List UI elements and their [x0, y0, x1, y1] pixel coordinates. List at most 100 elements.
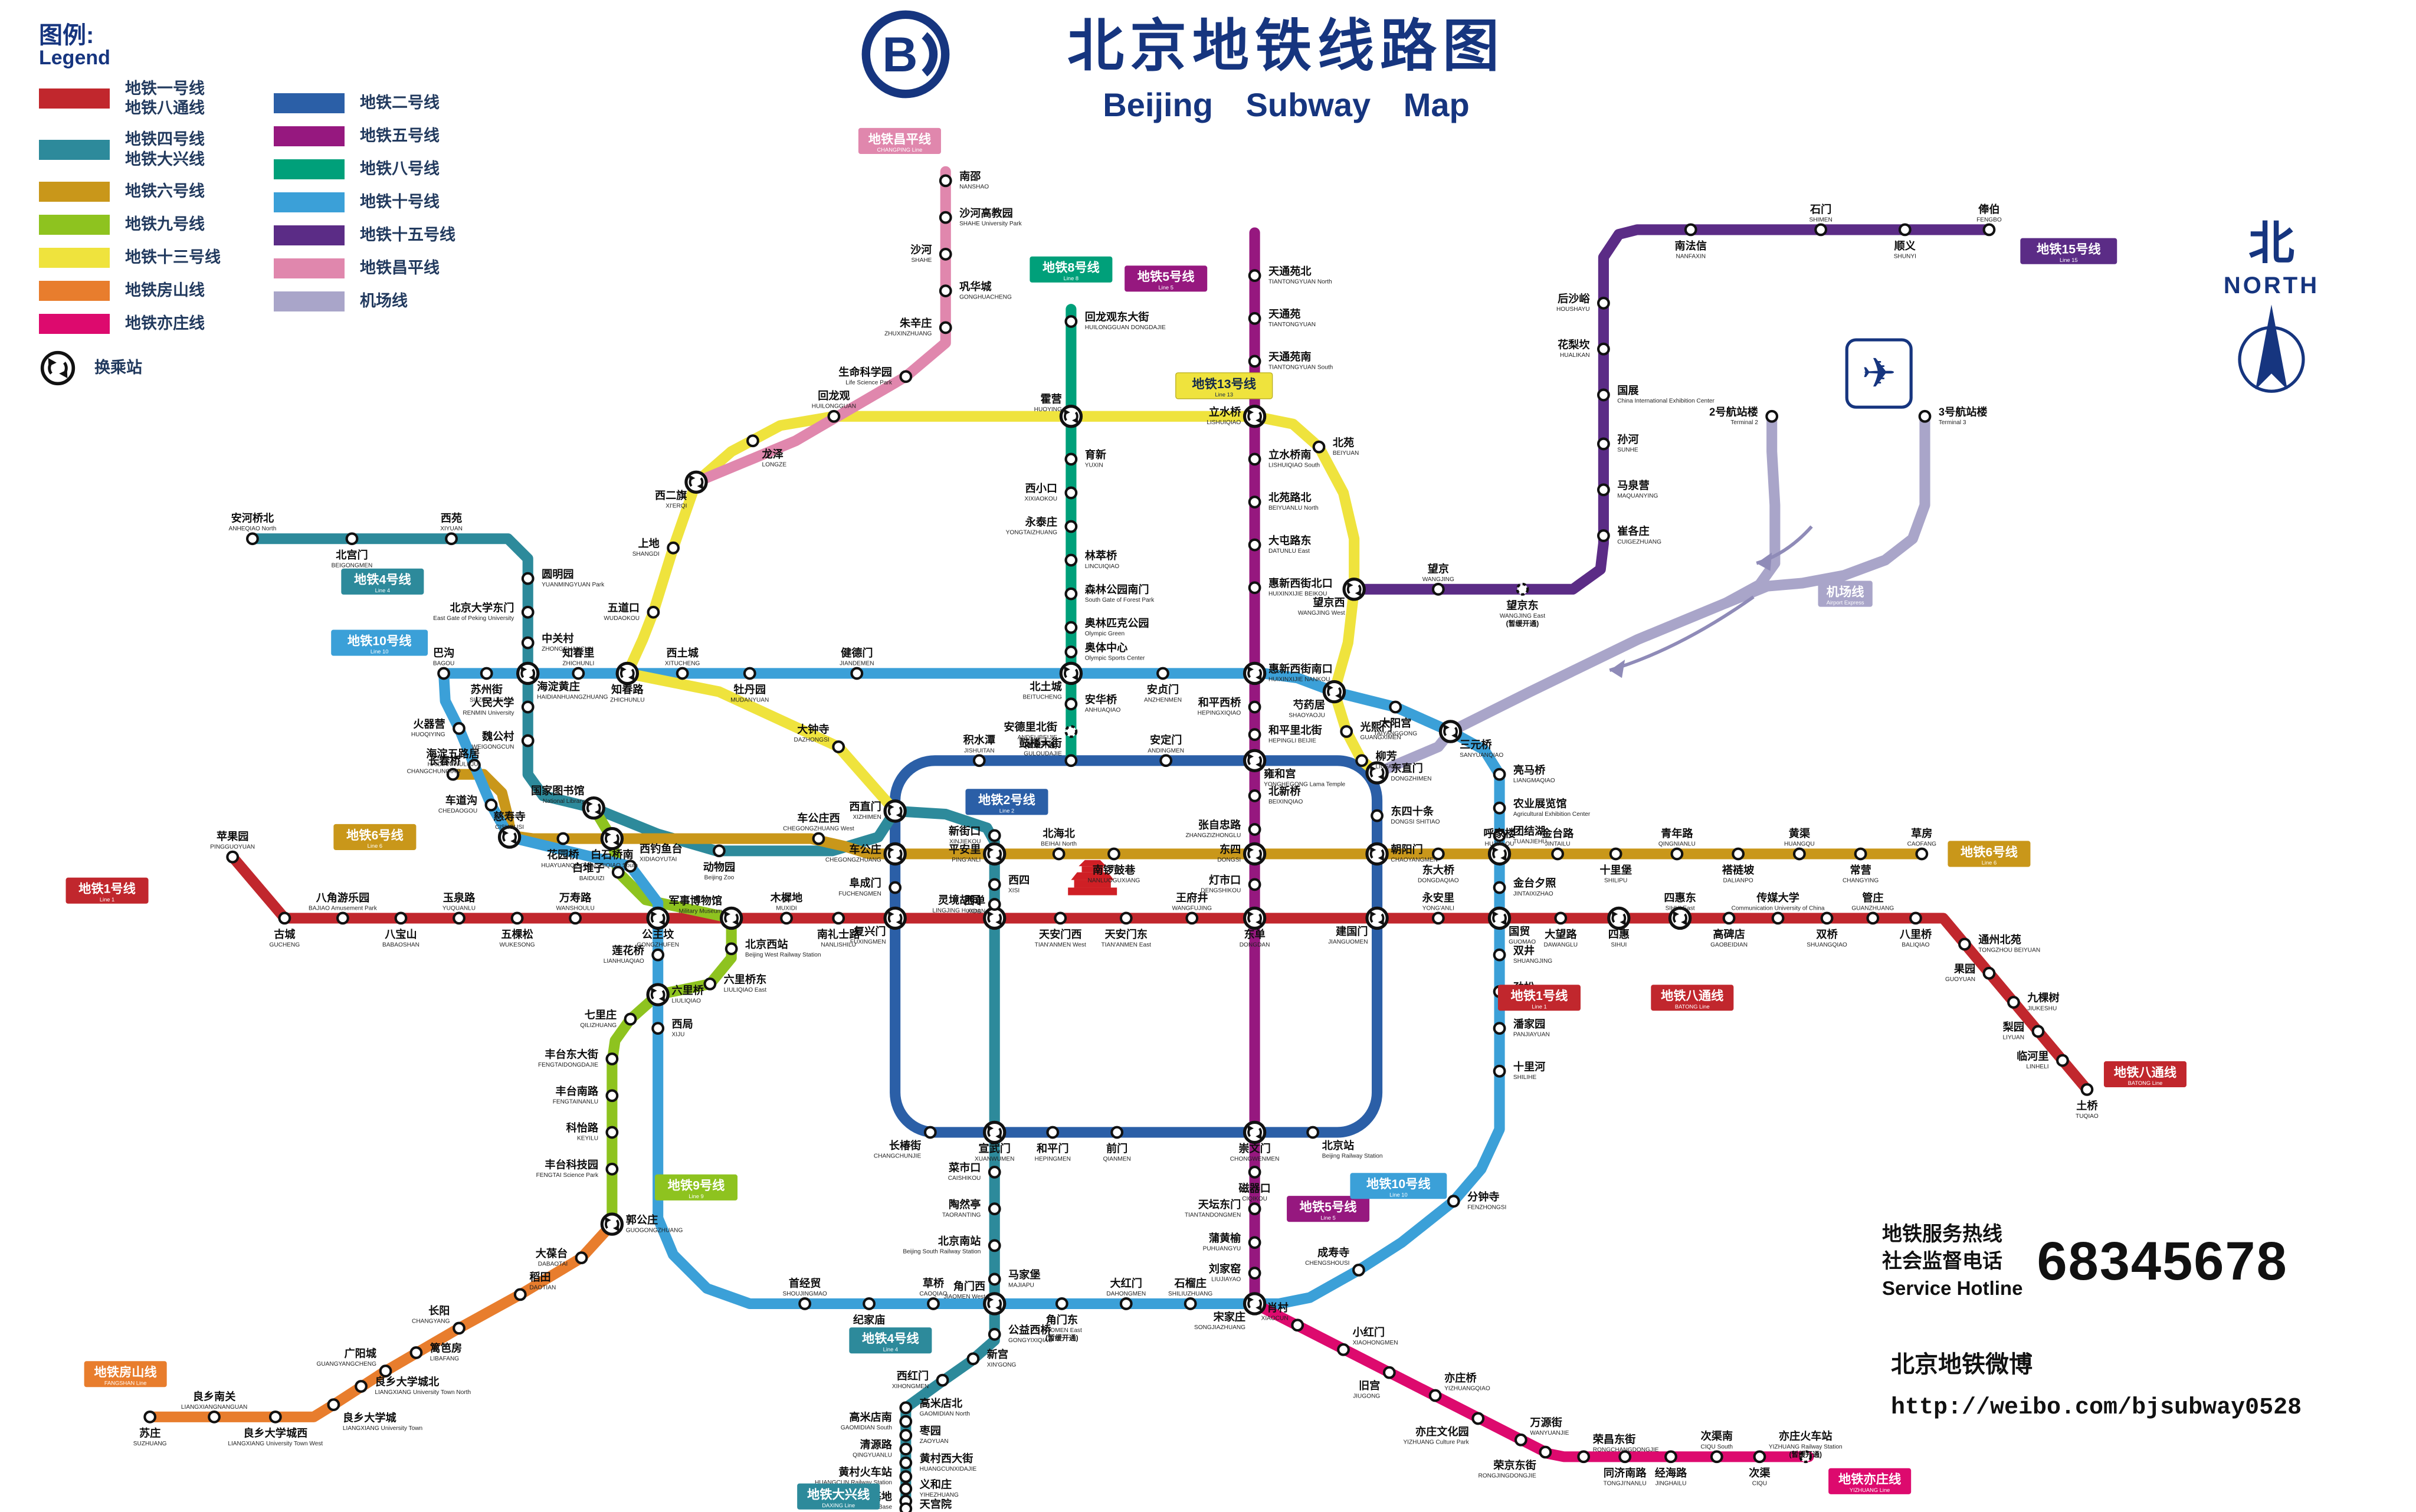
transfer-station-国贸	[1489, 908, 1509, 928]
svg-text:Line 15: Line 15	[2060, 257, 2078, 263]
station-丰台东大街	[605, 1052, 619, 1065]
svg-text:Line 13: Line 13	[1215, 392, 1233, 398]
station-亦庄火车站	[1799, 1450, 1812, 1464]
station-label-zh-公主坟: 公主坟	[642, 928, 674, 940]
station-label-en-清源路: QINGYUANLU	[853, 1452, 892, 1459]
transfer-station-平安里	[985, 844, 1005, 864]
station-label-zh-安河桥北: 安河桥北	[231, 512, 274, 524]
station-龙泽	[746, 434, 759, 448]
svg-text:BATONG Line: BATONG Line	[2128, 1080, 2163, 1086]
station-枣园	[899, 1429, 913, 1442]
station-label-zh-育新: 育新	[1085, 448, 1106, 461]
station-label-en-白石桥南: BAISHIQIAO South	[586, 862, 638, 869]
station-label-en-石门: SHIMEN	[1809, 217, 1832, 223]
station-label-zh-古城: 古城	[274, 928, 295, 940]
station-label-en-广阳城: GUANGYANGCHENG	[316, 1361, 376, 1367]
station-良乡南关	[208, 1410, 221, 1424]
station-label-en-三元桥: SANYUANQIAO	[1460, 752, 1503, 759]
transfer-station-知春路	[617, 663, 637, 683]
station-义和庄	[899, 1482, 913, 1495]
transfer-station-西单	[985, 908, 1005, 928]
station-动物园	[713, 844, 726, 858]
station-label-en-亦庄文化园: YIZHUANG Culture Park	[1403, 1439, 1469, 1445]
station-label-en-车道沟: CHEDAOGOU	[438, 808, 477, 815]
station-label-en-呼家楼: HUJIALOU	[1485, 841, 1514, 847]
station-森林公园南门	[1064, 587, 1078, 601]
station-label-zh-军事博物馆: 军事博物馆	[668, 894, 722, 907]
station-label-zh-芍药居: 芍药居	[1293, 698, 1325, 711]
legend-transfer-label: 换乘站	[94, 359, 142, 377]
station-label-zh-木樨地: 木樨地	[770, 891, 802, 904]
station-新宫	[966, 1352, 980, 1366]
station-label-en-十里河: SHILIHE	[1513, 1074, 1537, 1081]
station-label-zh-蒲黄榆: 蒲黄榆	[1209, 1232, 1241, 1244]
station-label-zh-成寿寺: 成寿寺	[1317, 1247, 1349, 1259]
station-label-en-花梨坎: HUALIKAN	[1560, 352, 1590, 359]
station-label-zh-安德里北街: 安德里北街	[1004, 721, 1057, 733]
station-label-zh-回龙观: 回龙观	[818, 389, 850, 402]
station-label-zh-苹果园: 苹果园	[217, 830, 248, 842]
legend-title-en: Legend	[39, 47, 110, 69]
service-hotline-block: 地铁服务热线 社会监督电话 Service Hotline 68345678	[1882, 1221, 2288, 1301]
station-label-zh-丰台东大街: 丰台东大街	[545, 1048, 598, 1061]
station-label-en-义和庄: YIHEZHUANG	[920, 1492, 959, 1498]
station-label-zh-张自忠路: 张自忠路	[1198, 819, 1241, 831]
station-巩华城	[939, 284, 952, 297]
transfer-station-六里桥	[648, 985, 668, 1005]
station-label-zh-车公庄西: 车公庄西	[797, 812, 840, 824]
station-南邵	[939, 174, 952, 188]
station-黄村火车站	[899, 1470, 913, 1483]
station-永安里	[1431, 911, 1445, 925]
station-和平西桥	[1248, 700, 1261, 714]
station-label-en-莲花桥: LIANHUAQIAO	[604, 958, 644, 965]
station-label-en-郭公庄: GUOGONGZHUANG	[626, 1227, 683, 1234]
station-label-zh-八宝山: 八宝山	[385, 928, 417, 940]
station-label-en-复兴门: FUXINGMEN	[850, 939, 886, 945]
station-label-en-霍营: HUOYING	[1034, 406, 1062, 413]
station-label-zh-高米店北: 高米店北	[920, 1397, 963, 1409]
station-label-en-五棵松: WUKESONG	[500, 942, 535, 949]
legend-row: 地铁四号线地铁大兴线	[39, 130, 221, 168]
station-永泰庄	[1064, 520, 1078, 533]
station-label-zh-广阳城: 广阳城	[345, 1347, 376, 1360]
legend-color-swatch	[274, 93, 345, 113]
station-label-en-知春里: ZHICHUNLI	[562, 660, 594, 667]
station-玉泉路	[453, 911, 466, 925]
station-label-en-建国门: JIANGUOMEN	[1328, 939, 1368, 945]
station-天宫院	[899, 1502, 913, 1512]
station-旧宫	[1382, 1366, 1396, 1379]
legend-label: 地铁亦庄线	[125, 314, 205, 333]
station-label-en-望京东: WANGJING East	[1500, 613, 1545, 619]
station-潘家园	[1493, 1022, 1506, 1035]
station-note-角门东: (暂缓开通)	[1045, 1334, 1078, 1342]
station-label-en-大钟寺: DAZHONGSI	[794, 737, 830, 743]
station-回龙观东大街	[1064, 315, 1078, 328]
station-label-zh-三元桥: 三元桥	[1460, 739, 1492, 751]
legend-row: 地铁九号线	[39, 214, 221, 235]
station-东大桥	[1431, 847, 1445, 861]
station-label-zh-首经贸: 首经贸	[789, 1277, 821, 1289]
station-label-zh-青年路: 青年路	[1661, 827, 1693, 839]
station-北海北	[1052, 847, 1066, 861]
transfer-station-霍营	[1061, 406, 1081, 427]
transfer-station-郭公庄	[602, 1214, 622, 1234]
station-label-zh-北土城: 北土城	[1030, 680, 1061, 693]
svg-text:地铁2号线: 地铁2号线	[978, 792, 1035, 807]
station-青年路	[1670, 847, 1684, 861]
station-label-en-王府井: WANGFUJING	[1172, 905, 1212, 911]
station-label-zh-林萃桥: 林萃桥	[1085, 549, 1117, 562]
station-label-zh-崇文门: 崇文门	[1238, 1142, 1270, 1155]
station-草桥	[927, 1297, 940, 1310]
svg-text:地铁6号线: 地铁6号线	[346, 828, 404, 842]
svg-text:地铁1号线: 地铁1号线	[1511, 988, 1568, 1003]
station-label-zh-亦庄火车站: 亦庄火车站	[1779, 1430, 1833, 1442]
legend-column-1: 地铁一号线地铁八通线地铁四号线地铁大兴线地铁六号线地铁九号线地铁十三号线地铁房山…	[39, 80, 221, 334]
station-label-en-安华桥: ANHUAQIAO	[1085, 707, 1121, 714]
station-荣京东街	[1539, 1445, 1552, 1459]
station-白堆子	[611, 865, 625, 879]
station-label-en-双井: SHUANGJING	[1513, 958, 1552, 965]
station-label-zh-四惠东: 四惠东	[1664, 891, 1696, 904]
